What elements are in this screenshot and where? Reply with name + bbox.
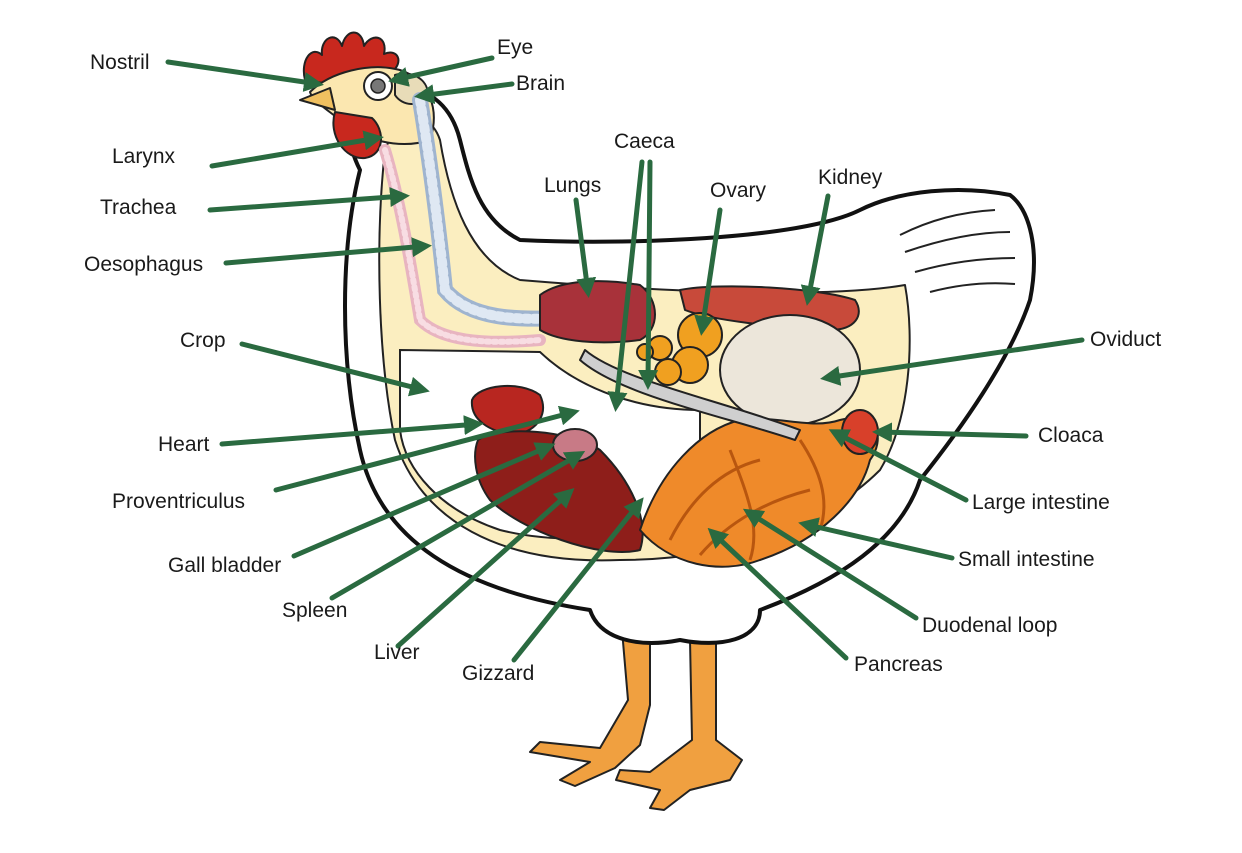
label-kidney: Kidney <box>818 166 883 189</box>
label-oviduct: Oviduct <box>1090 328 1161 351</box>
legs <box>529 629 743 811</box>
leader-caeca-1 <box>607 159 645 412</box>
label-ovary: Ovary <box>710 179 767 202</box>
leader-oviduct <box>820 337 1085 386</box>
leader-ovary <box>694 207 723 336</box>
leader-lines <box>165 55 1085 663</box>
leader-pancreas <box>707 527 849 661</box>
leader-brain <box>414 81 515 105</box>
label-oesophagus: Oesophagus <box>84 253 203 276</box>
label-small-intestine: Small intestine <box>958 548 1095 571</box>
lungs-shape <box>539 280 656 344</box>
oviduct-shape <box>719 314 861 426</box>
leader-large-intestine <box>828 429 969 503</box>
leader-gall-bladder <box>291 442 556 559</box>
leader-caeca-2 <box>638 159 659 390</box>
label-proventriculus: Proventriculus <box>112 490 245 513</box>
leader-liver <box>395 487 575 649</box>
label-brain: Brain <box>516 72 565 95</box>
leader-small-intestine <box>798 517 955 561</box>
label-duodenal-loop: Duodenal loop <box>922 614 1057 637</box>
label-crop: Crop <box>180 329 226 352</box>
label-spleen: Spleen <box>282 599 347 622</box>
label-larynx: Larynx <box>112 145 176 168</box>
label-gall-bladder: Gall bladder <box>168 554 281 577</box>
leader-nostril <box>165 59 324 92</box>
leader-heart <box>219 415 484 447</box>
head <box>299 31 435 160</box>
label-lungs: Lungs <box>544 174 601 197</box>
label-caeca: Caeca <box>614 130 675 153</box>
leader-trachea <box>207 187 410 213</box>
leader-kidney <box>800 193 831 306</box>
label-liver: Liver <box>374 641 420 664</box>
label-heart: Heart <box>158 433 210 456</box>
label-gizzard: Gizzard <box>462 662 534 685</box>
leader-oesophagus <box>223 237 432 266</box>
leader-larynx <box>209 130 384 169</box>
leader-proventriculus <box>273 405 580 493</box>
leader-lungs <box>573 197 597 298</box>
leader-eye <box>388 55 495 87</box>
label-pancreas: Pancreas <box>854 653 943 676</box>
labels: Nostril Eye Brain Larynx Trachea Oesopha… <box>84 36 1161 685</box>
label-large-intestine: Large intestine <box>972 491 1110 514</box>
leader-cloaca <box>872 422 1029 443</box>
beak <box>299 87 336 111</box>
leader-spleen <box>329 450 586 601</box>
label-cloaca: Cloaca <box>1038 424 1104 447</box>
label-eye: Eye <box>497 36 533 59</box>
leader-gizzard <box>511 497 644 663</box>
leader-crop <box>239 341 430 397</box>
leader-duodenal-loop <box>742 508 919 621</box>
wattle <box>332 111 382 160</box>
label-trachea: Trachea <box>100 196 177 219</box>
label-nostril: Nostril <box>90 51 150 74</box>
